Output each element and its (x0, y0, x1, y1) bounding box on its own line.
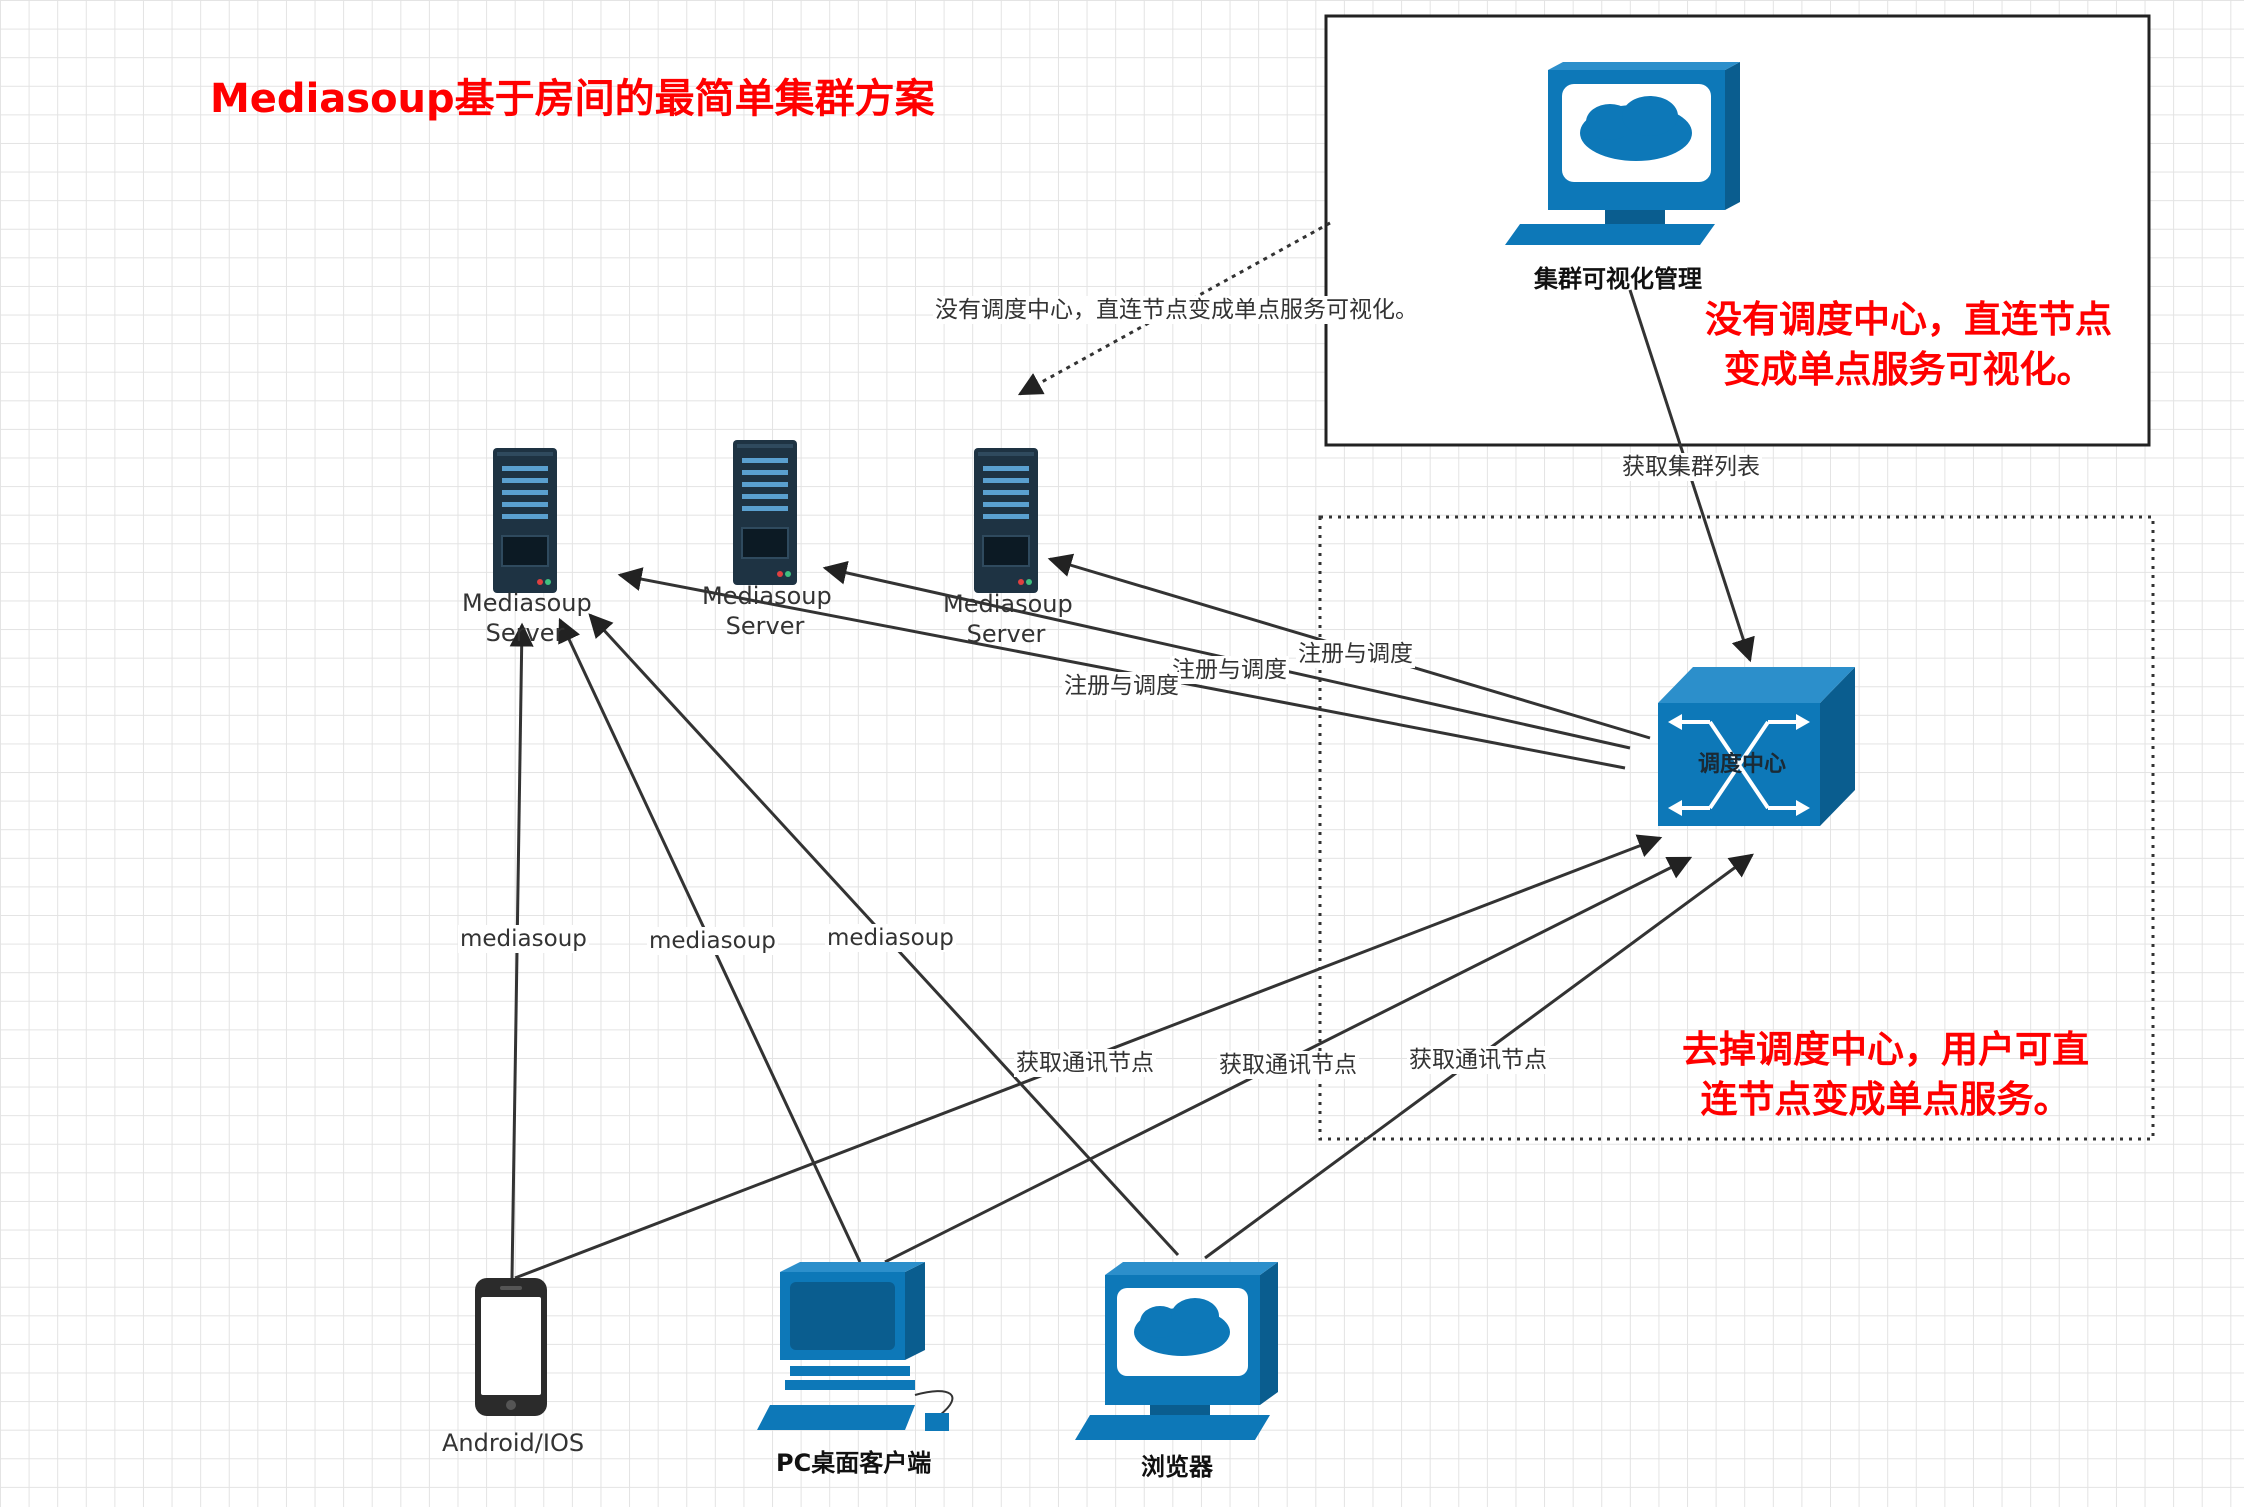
server-3-icon (974, 448, 1038, 593)
edge-label-mediasoup-2: mediasoup (647, 927, 778, 955)
edge-label-get-node-1: 获取通讯节点 (1014, 1049, 1156, 1077)
edge-label-mediasoup-1: mediasoup (458, 925, 589, 953)
cluster-mgmt-label: 集群可视化管理 (1534, 265, 1702, 293)
edge-label-register-2: 注册与调度 (1170, 656, 1289, 684)
server-2-label: Mediasoup Server (702, 581, 832, 641)
cluster-mgmt-monitor-icon (1505, 62, 1740, 245)
server-1-label-line2: Server (485, 619, 565, 647)
server-2-label-line2: Server (725, 612, 805, 640)
note-bottom-line1: 去掉调度中心，用户可直 (1682, 1028, 2089, 1071)
note-top-line2: 变成单点服务可视化。 (1723, 348, 2094, 391)
edge-label-mediasoup-3: mediasoup (825, 924, 956, 952)
pc-desktop-icon (757, 1262, 954, 1431)
edge-register-1 (617, 567, 1626, 770)
server-3-label: Mediasoup Server (943, 589, 1073, 649)
server-2-icon (733, 440, 797, 585)
browser-label: 浏览器 (1141, 1453, 1213, 1481)
edge-label-register-1: 注册与调度 (1062, 672, 1181, 700)
edge-label-register-3: 注册与调度 (1296, 640, 1415, 668)
note-remove-dispatch: 去掉调度中心，用户可直 连节点变成单点服务。 (1682, 1025, 2089, 1125)
edge-label-get-node-2: 获取通讯节点 (1217, 1051, 1359, 1079)
note-top-line1: 没有调度中心，直连节点 (1705, 298, 2112, 341)
smartphone-icon (475, 1278, 547, 1416)
note-bottom-line2: 连节点变成单点服务。 (1700, 1078, 2071, 1121)
edge-label-direct-visual: 没有调度中心，直连节点变成单点服务可视化。 (933, 296, 1420, 324)
dispatch-center-switch-icon (1658, 667, 1855, 826)
edge-label-get-node-3: 获取通讯节点 (1407, 1046, 1549, 1074)
server-1-label: Mediasoup Server (462, 588, 592, 648)
edge-label-get-cluster-list: 获取集群列表 (1620, 453, 1762, 481)
note-no-dispatch-visual: 没有调度中心，直连节点 变成单点服务可视化。 (1705, 295, 2112, 395)
server-1-label-line1: Mediasoup (462, 589, 592, 617)
server-1-icon (493, 448, 557, 593)
dispatch-dotted-frame (1318, 515, 2155, 1141)
android-label: Android/IOS (442, 1429, 585, 1457)
browser-monitor-icon (1075, 1262, 1278, 1440)
pc-client-label: PC桌面客户端 (776, 1449, 932, 1477)
dispatch-center-label: 调度中心 (1698, 752, 1787, 777)
server-3-label-line1: Mediasoup (943, 590, 1073, 618)
page-title: Mediasoup基于房间的最简单集群方案 (210, 76, 935, 122)
server-3-label-line2: Server (966, 620, 1046, 648)
server-2-label-line1: Mediasoup (702, 582, 832, 610)
